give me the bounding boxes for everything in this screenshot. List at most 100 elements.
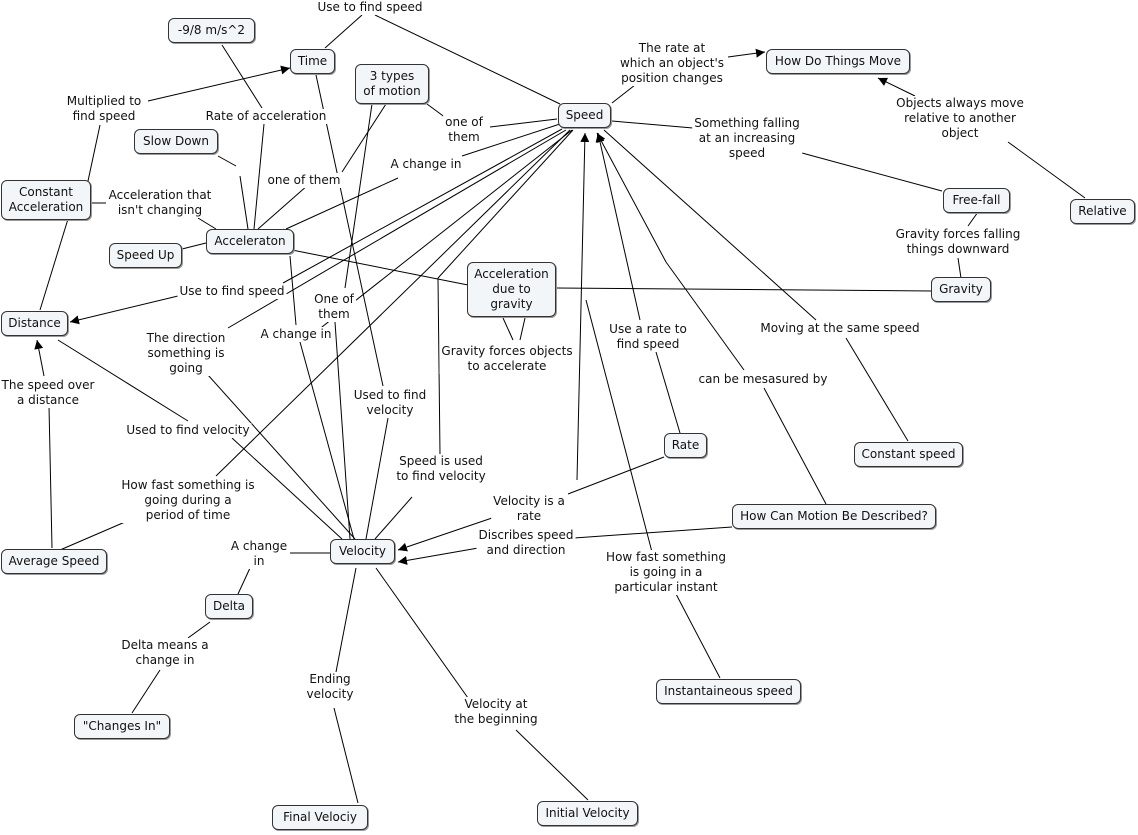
link-label: Rate of acceleration [203,109,329,124]
link-label: A change in [228,539,290,569]
link-rate-vel-b [397,517,493,552]
node-free-fall[interactable]: Free-fall [943,188,1010,213]
node-how-do-things-move[interactable]: How Do Things Move [766,49,910,74]
link-accel-vel-b [299,341,355,540]
link-avg-dist-b [34,339,45,377]
link-label: Speed is used to find velocity [394,454,488,484]
link-inst-speed-a [675,593,721,679]
link-label: Use to find speed [177,284,287,299]
link-label: Velocity is a rate [491,494,567,524]
link-vel-initial-a [375,567,469,699]
link-const-accel-b [197,217,217,230]
link-speed-dir-b [207,374,356,540]
link-motion-speed-b [665,261,745,371]
node-speed[interactable]: Speed [558,103,611,128]
node-types-of-motion[interactable]: 3 types of motion [355,64,429,104]
link-label: How fast something is going in a particu… [604,550,728,595]
link-free-speed-a [801,152,943,192]
link-label: The rate at which an object's position c… [617,41,727,86]
node-distance[interactable]: Distance [1,311,68,336]
link-speed-move-b [727,48,766,58]
link-slow-accel-b [239,175,249,230]
node-gravity-value[interactable]: -9/8 m/s^2 [168,18,255,43]
link-label: One of them [312,292,356,322]
link-label: Use to find speed [315,0,425,15]
link-g-accel-a [221,44,263,109]
link-g-accel-b [253,123,265,230]
link-free-speed-b [611,120,694,129]
link-label: The speed over a distance [0,378,97,408]
node-initial-velocity[interactable]: Initial Velocity [537,801,638,826]
link-speed-avg-a [215,129,571,477]
node-constant-speed[interactable]: Constant speed [854,442,963,467]
node-gravity[interactable]: Gravity [931,277,991,302]
link-time-vel-a [315,74,384,387]
link-inst-speed-b [585,299,653,553]
link-types-accel-a [341,103,387,173]
node-instantaneous-speed[interactable]: Instantaineous speed [656,679,801,704]
link-dist-const [39,218,69,311]
link-rate-speed-b [595,132,641,321]
link-label: Moving at the same speed [758,321,922,336]
node-final-velocity[interactable]: Final Velociy [272,805,368,830]
link-slow-accel [217,155,237,167]
link-label: Used to find velocity [351,388,429,418]
node-average-speed[interactable]: Average Speed [1,549,107,574]
link-relative-move-b [877,77,916,97]
link-label: Use a rate to find speed [607,322,689,352]
link-delta-changes-a [187,621,211,639]
link-accel-vel-a [289,255,297,326]
link-label: A change in [258,327,334,342]
link-speed-vel-c2 [374,496,413,540]
link-delta-changes-b [131,669,161,714]
link-rate-speed-a [655,351,681,434]
node-delta[interactable]: Delta [205,594,253,619]
link-label: Ending velocity [304,672,356,702]
link-adg-gravity [555,287,933,292]
link-types-accel-b [257,184,309,230]
link-vel-delta-b [237,567,251,595]
node-how-can-motion-be-described[interactable]: How Can Motion Be Described? [732,504,936,529]
link-rate-vel-a [567,456,665,495]
link-gravity-free-a [957,257,962,279]
link-label: one of them [265,173,343,188]
link-accel-speed-b [461,123,561,157]
node-constant-acceleration[interactable]: Constant Acceleration [1,180,91,220]
link-label: Something falling at an increasing speed [692,116,802,161]
link-inst-speed-c [576,132,590,481]
link-const-speed-a [845,337,909,442]
link-types-speed-a [426,103,447,119]
link-types-vel-b [334,321,351,540]
link-motion-speed-a [763,387,827,505]
link-label: Acceleration that isn't changing [106,188,214,218]
link-speed-vel-b [437,277,441,456]
link-gravity-free-b [967,211,979,227]
link-dist-vel-a [57,339,189,422]
link-label: The direction something is going [144,331,228,376]
node-rate[interactable]: Rate [664,433,707,458]
link-label: Discribes speed and direction [476,528,576,558]
node-slow-down[interactable]: Slow Down [134,129,218,154]
link-label: A change in [388,157,464,172]
link-time-speed-b [374,14,561,105]
node-relative[interactable]: Relative [1070,199,1135,224]
node-acceleration[interactable]: Acceleraton [206,229,294,254]
node-acceleration-due-to-gravity[interactable]: Acceleration due to gravity [467,262,556,317]
link-speed-dist-a [282,128,563,284]
node-time[interactable]: Time [290,49,335,74]
link-speed-move-a [611,84,636,104]
link-accel-speed-a [285,177,399,230]
link-accel-adg [291,249,469,286]
link-avg-dist-a [48,405,53,549]
link-relative-move-a [1007,141,1086,199]
link-vel-final-a [335,567,357,673]
link-speed-vel-a [437,129,574,279]
link-label: Delta means a change in [119,638,211,668]
link-speed-dist-b [69,295,179,325]
node-changes-in[interactable]: "Changes In" [74,714,170,739]
node-speed-up[interactable]: Speed Up [109,243,182,268]
link-label: How fast something is going during a per… [119,478,257,523]
link-vel-initial-b [515,729,589,801]
node-velocity[interactable]: Velocity [330,539,395,564]
link-label: Used to find velocity [124,423,252,438]
